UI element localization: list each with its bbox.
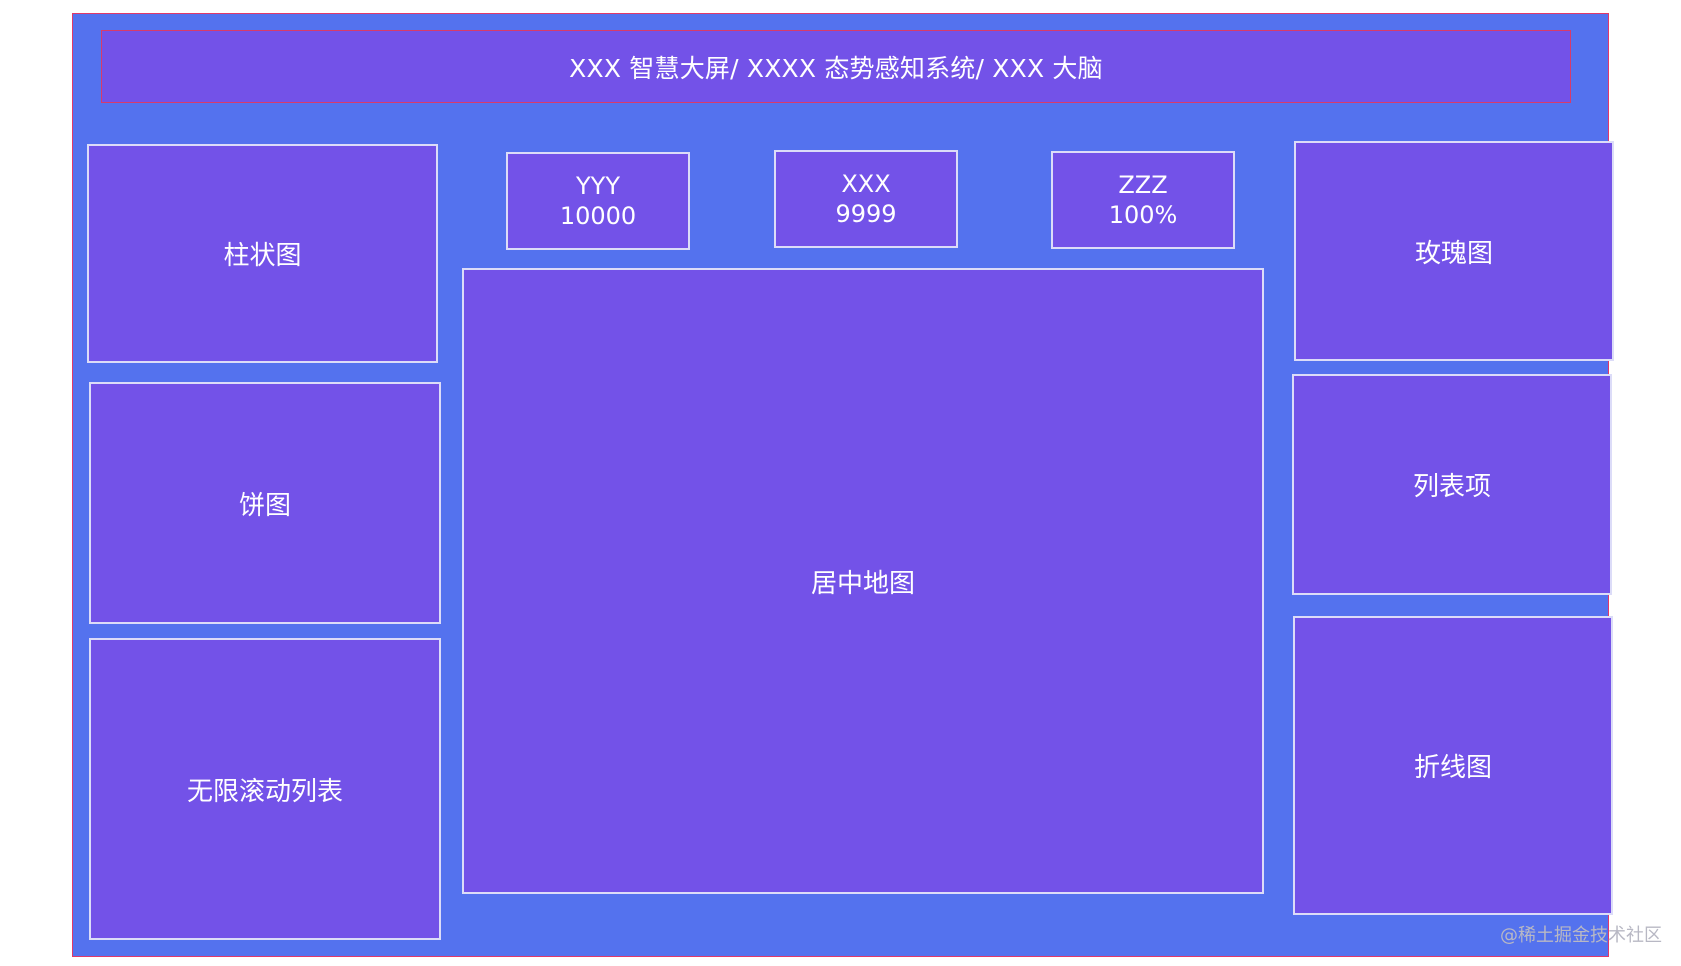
center-map-label: 居中地图 <box>810 568 915 599</box>
header-title: XXX 智慧大屏/ XXXX 态势感知系统/ XXX 大脑 <box>569 53 1103 83</box>
list-items-label: 列表项 <box>1412 472 1491 502</box>
pie-chart-panel: 饼图 <box>89 382 441 624</box>
center-map-panel: 居中地图 <box>462 268 1264 894</box>
stat-value: 9999 <box>835 200 897 228</box>
stat-label: YYY <box>576 172 620 200</box>
stat-card-zzz: ZZZ 100% <box>1051 151 1235 249</box>
rose-chart-panel: 玫瑰图 <box>1294 141 1614 361</box>
watermark-text: @稀土掘金技术社区 <box>1500 925 1662 946</box>
stat-value: 10000 <box>559 202 637 230</box>
bar-chart-panel: 柱状图 <box>87 144 438 363</box>
pie-chart-label: 饼图 <box>238 490 291 521</box>
bar-chart-label: 柱状图 <box>223 241 302 271</box>
stat-card-xxx: XXX 9999 <box>774 150 958 248</box>
infinite-scroll-list-label: 无限滚动列表 <box>186 776 343 807</box>
stat-card-yyy: YYY 10000 <box>506 152 690 250</box>
rose-chart-label: 玫瑰图 <box>1414 238 1493 269</box>
header-bar: XXX 智慧大屏/ XXXX 态势感知系统/ XXX 大脑 <box>101 30 1571 103</box>
infinite-scroll-list-panel: 无限滚动列表 <box>89 638 441 940</box>
stat-label: ZZZ <box>1118 171 1168 199</box>
line-chart-panel: 折线图 <box>1293 616 1613 915</box>
stat-label: XXX <box>841 170 891 198</box>
list-items-panel: 列表项 <box>1292 374 1612 595</box>
stat-value: 100% <box>1108 201 1178 229</box>
line-chart-label: 折线图 <box>1413 753 1492 783</box>
